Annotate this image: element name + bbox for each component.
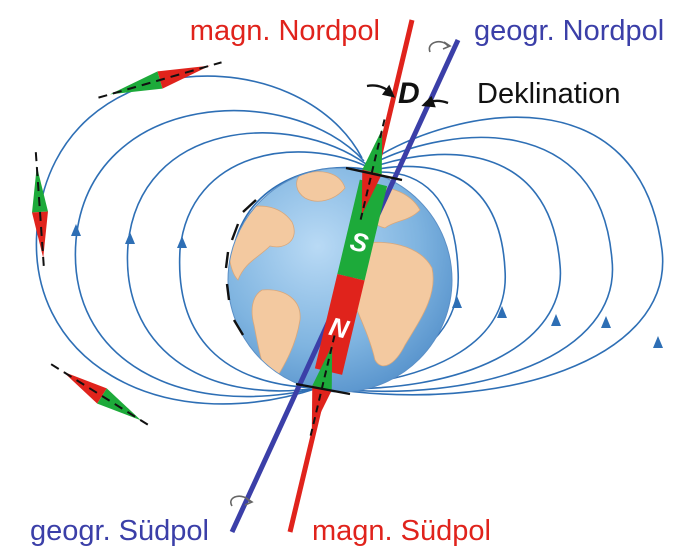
field-line-left-4 [178,151,369,389]
arrowhead-left-3 [125,232,135,244]
label-declination-letter: D [398,77,420,110]
field-line-left-2 [74,109,365,398]
label-magnetic-south: magn. Südpol [312,515,491,547]
bar-magnet-south-half [337,179,388,281]
label-geographic-north: geogr. Nordpol [474,15,664,47]
compass-needle-top [98,61,222,99]
field-line-right-4 [324,165,506,389]
label-geographic-south: geogr. Südpol [30,515,209,547]
field-line-left-3 [126,132,367,392]
label-magnetic-north: magn. Nordpol [190,15,380,47]
north-pole-horizon [345,166,403,182]
arrowhead-right-3 [551,314,561,326]
rotation-arrow-icon [428,40,452,53]
rotation-arrow-icon [230,495,254,507]
arrowhead-right-1 [653,336,663,348]
declination-arrow-icon [366,84,449,108]
surface-dash-3 [224,251,230,269]
globe-continents [228,171,434,386]
arrowhead-left-2 [71,224,81,236]
arrowhead-right-2 [601,316,611,328]
surface-dash-5 [232,319,245,336]
arrowhead-left-4 [177,236,187,248]
field-lines-right [324,116,664,396]
polar-needles [295,119,403,441]
north-pole-needle [358,119,386,225]
field-line-right-3 [324,153,562,390]
south-pole-horizon [295,382,351,396]
bar-magnet: S N [314,179,388,375]
field-arrowheads [71,224,663,348]
surface-dash-4 [225,283,231,301]
surface-dash-1 [242,199,257,213]
surface-dash-2 [230,223,240,241]
arrowhead-right-4 [497,306,507,318]
surface-dashes [224,199,257,336]
field-line-right-2 [324,136,614,393]
field-line-right-1 [324,116,664,396]
outer-needles [32,61,222,429]
arrowhead-right-5 [452,296,462,308]
label-declination: Deklination [477,78,620,110]
compass-needle-bottom [50,363,154,429]
compass-needle-left [32,152,48,272]
bar-magnet-north-half [314,273,365,375]
